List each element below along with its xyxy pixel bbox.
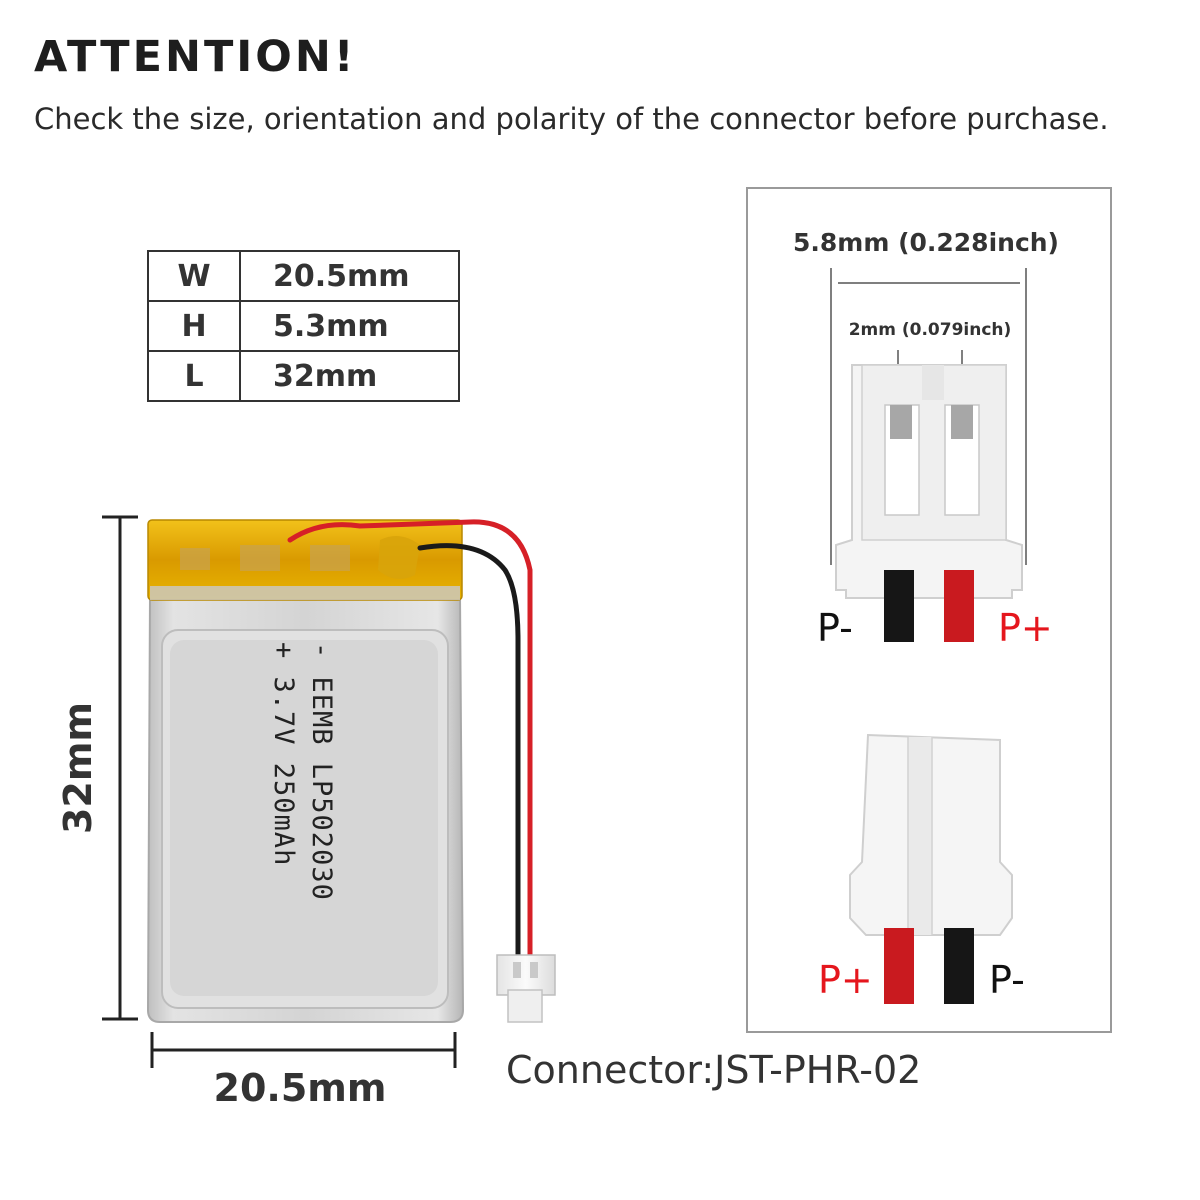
connector-type-label: Connector:JST-PHR-02 bbox=[506, 1048, 922, 1092]
row-value: 20.5mm bbox=[239, 250, 460, 302]
row-key: H bbox=[147, 300, 241, 352]
connector-overall-width-label: 5.8mm (0.228inch) bbox=[792, 228, 1059, 257]
width-dimension-label: 20.5mm bbox=[213, 1066, 387, 1110]
attention-subtitle: Check the size, orientation and polarity… bbox=[34, 102, 1109, 136]
connector-detail-panel bbox=[746, 187, 1112, 1033]
battery-wires bbox=[287, 519, 533, 963]
table-row: L 32mm bbox=[147, 350, 460, 402]
battery-tab-tape bbox=[147, 519, 463, 601]
row-value: 5.3mm bbox=[239, 300, 460, 352]
row-key: W bbox=[147, 250, 241, 302]
side-view-positive-pin-label: P+ bbox=[818, 958, 873, 1002]
length-dimension-line bbox=[102, 515, 138, 1021]
battery-cell bbox=[146, 594, 465, 1023]
top-view-negative-pin-label: P- bbox=[817, 606, 853, 650]
row-value: 32mm bbox=[239, 350, 460, 402]
battery-connector bbox=[496, 954, 556, 1023]
width-dimension-line bbox=[150, 1032, 457, 1068]
table-row: W 20.5mm bbox=[147, 250, 460, 302]
page-title: ATTENTION! bbox=[34, 32, 357, 82]
connector-side-view bbox=[849, 733, 1013, 1004]
table-row: H 5.3mm bbox=[147, 300, 460, 352]
side-view-negative-pin-label: P- bbox=[989, 958, 1025, 1002]
top-view-positive-pin-label: P+ bbox=[998, 606, 1053, 650]
connector-top-view bbox=[830, 268, 1027, 642]
row-key: L bbox=[147, 350, 241, 402]
dimension-table: W 20.5mm H 5.3mm L 32mm bbox=[147, 250, 460, 402]
connector-pitch-label: 2mm (0.079inch) bbox=[848, 320, 1012, 340]
